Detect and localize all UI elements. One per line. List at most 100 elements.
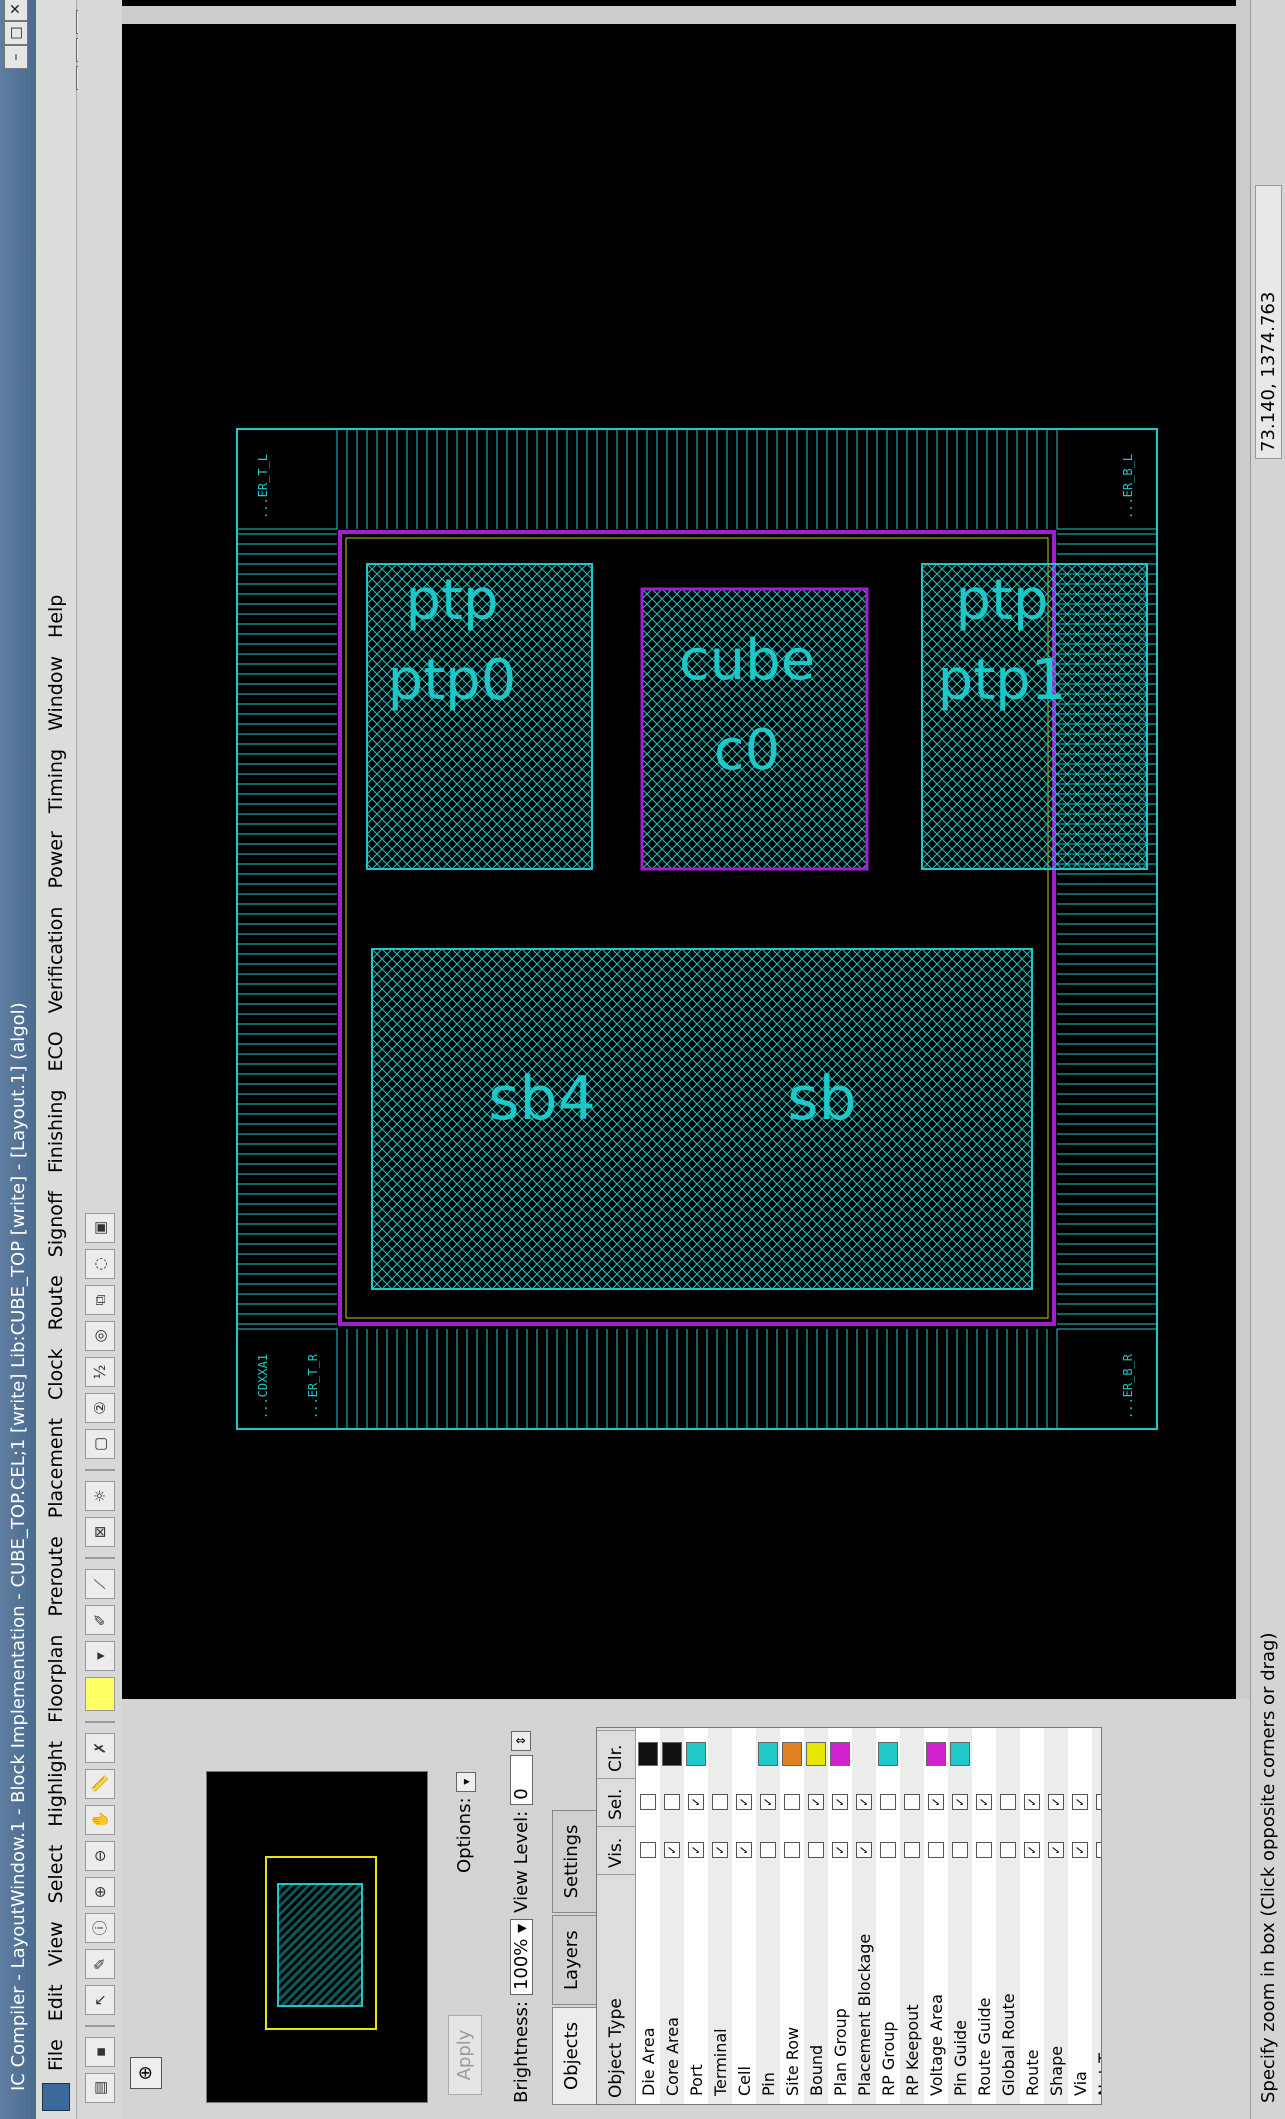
vis-checkbox[interactable] <box>760 1842 776 1858</box>
sel-checkbox[interactable] <box>880 1794 896 1810</box>
color-swatch[interactable] <box>758 1742 778 1766</box>
window-two-icon[interactable]: ② <box>85 1393 115 1423</box>
vis-checkbox[interactable]: ✓ <box>688 1842 704 1858</box>
block-sb4[interactable] <box>371 948 1033 1290</box>
pencil-icon[interactable]: ✎ <box>85 1949 115 1979</box>
color-swatch[interactable] <box>662 1742 682 1766</box>
sel-checkbox[interactable]: ✓ <box>1072 1794 1088 1810</box>
layout-overview[interactable] <box>206 1771 428 2103</box>
table-row[interactable]: Global Route <box>996 1728 1020 2104</box>
dropdown-icon[interactable]: ▾ <box>85 1641 115 1671</box>
tab-objects[interactable]: Objects <box>552 2006 596 2105</box>
vis-checkbox[interactable]: ✓ <box>664 1842 680 1858</box>
table-row[interactable]: Shape✓✓ <box>1044 1728 1068 2104</box>
table-row[interactable]: Pin✓ <box>756 1728 780 2104</box>
close-button[interactable]: ✕ <box>4 0 28 21</box>
vis-checkbox[interactable]: ✓ <box>1048 1842 1064 1858</box>
sel-checkbox[interactable]: ✓ <box>856 1794 872 1810</box>
menu-help[interactable]: Help <box>45 594 67 638</box>
menu-view[interactable]: View <box>45 1921 67 1967</box>
sel-checkbox[interactable]: ✓ <box>760 1794 776 1810</box>
menu-eco[interactable]: ECO <box>45 1031 67 1072</box>
zoom-tool-icon[interactable]: ⊕ <box>130 2057 162 2089</box>
sel-checkbox[interactable] <box>640 1794 656 1810</box>
menu-edit[interactable]: Edit <box>45 1984 67 2022</box>
col-clr[interactable]: Clr. <box>597 1730 635 1778</box>
window-new-icon[interactable]: ▢ <box>85 1429 115 1459</box>
menu-verification[interactable]: Verification <box>45 906 67 1014</box>
vis-checkbox[interactable] <box>952 1842 968 1858</box>
menu-select[interactable]: Select <box>45 1844 67 1904</box>
table-row[interactable]: Route✓✓ <box>1020 1728 1044 2104</box>
vis-checkbox[interactable]: ✓ <box>712 1842 728 1858</box>
table-row[interactable]: Voltage Area✓ <box>924 1728 948 2104</box>
chip-icon[interactable]: ▣ <box>85 1213 115 1243</box>
sel-checkbox[interactable]: ✓ <box>928 1794 944 1810</box>
window-copy-icon[interactable]: ⧉ <box>85 1285 115 1315</box>
maximize-button[interactable]: □ <box>4 21 28 45</box>
sel-checkbox[interactable]: ✓ <box>952 1794 968 1810</box>
vis-checkbox[interactable] <box>1000 1842 1016 1858</box>
menu-clock[interactable]: Clock <box>45 1348 67 1400</box>
open-icon[interactable]: ▤ <box>85 2073 115 2103</box>
table-row[interactable]: RP Keepout <box>900 1728 924 2104</box>
window-zoom-icon[interactable]: ◎ <box>85 1321 115 1351</box>
vis-checkbox[interactable] <box>880 1842 896 1858</box>
sel-checkbox[interactable]: ✓ <box>1024 1794 1040 1810</box>
menu-finishing[interactable]: Finishing <box>45 1089 67 1174</box>
menu-signoff[interactable]: Signoff <box>45 1191 67 1258</box>
sel-checkbox[interactable] <box>904 1794 920 1810</box>
vertical-scrollbar[interactable] <box>122 6 1236 24</box>
vis-checkbox[interactable]: ✓ <box>1024 1842 1040 1858</box>
vis-checkbox[interactable]: ✓ <box>832 1842 848 1858</box>
color-picker-icon[interactable] <box>85 1677 115 1711</box>
vis-checkbox[interactable]: ✓ <box>856 1842 872 1858</box>
menu-window[interactable]: Window <box>45 655 67 731</box>
menu-timing[interactable]: Timing <box>45 748 67 814</box>
color-swatch[interactable] <box>806 1742 826 1766</box>
col-vis[interactable]: Vis. <box>597 1826 635 1874</box>
block-ptp0[interactable] <box>366 563 593 870</box>
color-swatch[interactable] <box>878 1742 898 1766</box>
pan-hand-icon[interactable]: ✋ <box>85 1805 115 1835</box>
vis-checkbox[interactable] <box>784 1842 800 1858</box>
sel-checkbox[interactable]: ✓ <box>688 1794 704 1810</box>
menu-floorplan[interactable]: Floorplan <box>45 1634 67 1723</box>
sel-checkbox[interactable]: ✓ <box>976 1794 992 1810</box>
vis-checkbox[interactable]: ✓ <box>736 1842 752 1858</box>
table-row[interactable]: Site Row <box>780 1728 804 2104</box>
highlight-sun-icon[interactable]: ☼ <box>85 1481 115 1511</box>
brightness-select[interactable]: 100% ▾ <box>509 1918 533 1996</box>
sel-checkbox[interactable]: ✓ <box>736 1794 752 1810</box>
vis-checkbox[interactable] <box>1096 1842 1102 1858</box>
table-row[interactable]: Via✓✓ <box>1068 1728 1092 2104</box>
col-object-type[interactable]: Object Type <box>597 1874 635 2104</box>
tab-settings[interactable]: Settings <box>552 1809 596 1914</box>
zoom-in-icon[interactable]: ⊕ <box>85 1877 115 1907</box>
block-c0[interactable] <box>640 587 869 871</box>
sel-checkbox[interactable]: ✓ <box>1048 1794 1064 1810</box>
ruler-dimension-icon[interactable]: ⟋ <box>85 1569 115 1599</box>
color-swatch[interactable] <box>950 1742 970 1766</box>
table-row[interactable]: Plan Group✓✓ <box>828 1728 852 2104</box>
table-row[interactable]: Route Guide✓ <box>972 1728 996 2104</box>
info-icon[interactable]: ⓘ <box>85 1913 115 1943</box>
vis-checkbox[interactable] <box>808 1842 824 1858</box>
sel-checkbox[interactable] <box>784 1794 800 1810</box>
vis-checkbox[interactable]: ✓ <box>1072 1842 1088 1858</box>
vis-checkbox[interactable] <box>904 1842 920 1858</box>
sel-checkbox[interactable]: ✓ <box>808 1794 824 1810</box>
view-level-spinner-icon[interactable]: ⇕ <box>511 1730 531 1751</box>
ruler-icon[interactable]: 📏 <box>85 1769 115 1799</box>
brush-icon[interactable]: ✐ <box>85 1605 115 1635</box>
layout-canvas[interactable]: ...CDXXA1 ...ER_T_R ...ER_T_L ...ER_B_R … <box>122 0 1254 1699</box>
select-arrow-icon[interactable]: ↖ <box>85 1985 115 2015</box>
window-circle-icon[interactable]: ◌ <box>85 1249 115 1279</box>
menu-placement[interactable]: Placement <box>45 1417 67 1519</box>
sel-checkbox[interactable] <box>664 1794 680 1810</box>
color-swatch[interactable] <box>830 1742 850 1766</box>
table-row[interactable]: Pin Guide✓ <box>948 1728 972 2104</box>
zoom-out-icon[interactable]: ⊖ <box>85 1841 115 1871</box>
tab-layers[interactable]: Layers <box>552 1915 596 2005</box>
clear-ruler-icon[interactable]: ✗ <box>85 1733 115 1763</box>
